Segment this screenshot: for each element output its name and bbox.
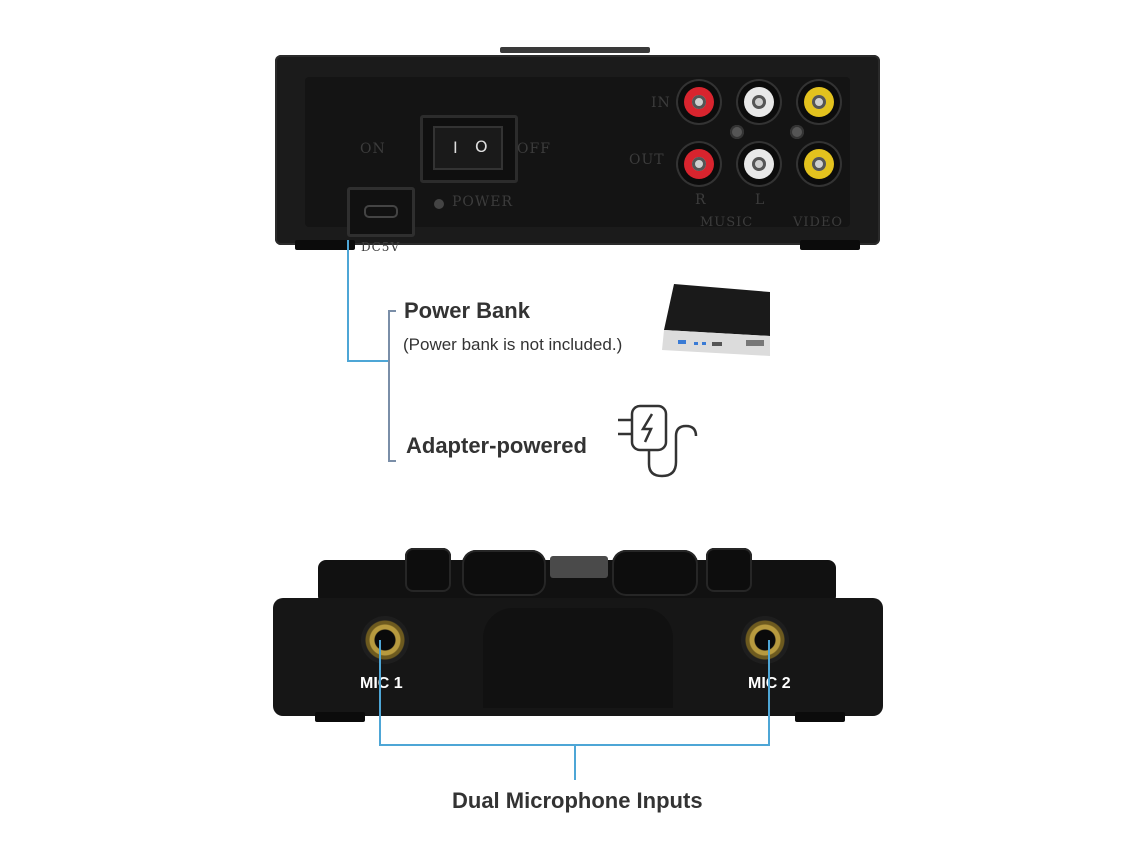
center-controls — [550, 556, 608, 578]
front-center-bump — [483, 608, 673, 708]
foot-bottom-left — [315, 712, 365, 722]
foot-bottom-right — [795, 712, 845, 722]
mixer-rear-panel: ON I O OFF POWER DC5V IN OUT R L MUSIC V… — [275, 47, 880, 254]
mic2-connector-line — [768, 640, 770, 746]
dual-mic-caption: Dual Microphone Inputs — [452, 788, 703, 813]
screw-left — [730, 125, 744, 139]
power-bank-icon — [662, 284, 770, 356]
foot-right — [800, 240, 860, 250]
in-label: IN — [651, 95, 671, 111]
foot-left — [295, 240, 355, 250]
knob-small-right[interactable] — [706, 548, 752, 592]
out-label: OUT — [629, 152, 665, 168]
mixer-front-panel: MIC 1 MIC 2 — [273, 598, 883, 716]
top-ridge — [500, 47, 650, 53]
adapter-icon — [618, 404, 698, 478]
knob-small-left[interactable] — [405, 548, 451, 592]
power-led — [434, 199, 444, 209]
dc-connector-line-h — [347, 360, 390, 362]
power-bank-title: Power Bank — [404, 298, 530, 323]
switch-on-symbol: O — [475, 137, 488, 156]
dc-connector-line — [347, 240, 349, 362]
rca-in-red[interactable] — [678, 81, 720, 123]
switch-on-label: ON — [360, 141, 386, 157]
mic1-jack[interactable] — [361, 616, 409, 664]
rca-in-white[interactable] — [738, 81, 780, 123]
rca-out-white[interactable] — [738, 143, 780, 185]
screw-right — [790, 125, 804, 139]
video-label: VIDEO — [793, 215, 844, 230]
rca-out-yellow[interactable] — [798, 143, 840, 185]
knob-large-left[interactable] — [462, 550, 546, 596]
knob-large-right[interactable] — [612, 550, 698, 596]
power-bank-note: (Power bank is not included.) — [403, 335, 623, 354]
music-label: MUSIC — [700, 215, 754, 230]
mic1-connector-line — [379, 640, 381, 746]
rca-out-red[interactable] — [678, 143, 720, 185]
switch-off-label: OFF — [517, 141, 551, 157]
power-label: POWER — [452, 194, 514, 210]
dc-power-port[interactable] — [347, 187, 415, 237]
mic1-label: MIC 1 — [360, 675, 403, 692]
l-label: L — [755, 192, 766, 208]
mic2-jack[interactable] — [741, 616, 789, 664]
power-switch-rocker: I O — [433, 126, 503, 170]
usb-slot — [364, 205, 398, 218]
adapter-title: Adapter-powered — [406, 433, 587, 458]
rca-in-yellow[interactable] — [798, 81, 840, 123]
power-options-bracket — [388, 310, 396, 462]
r-label: R — [695, 192, 707, 208]
switch-off-symbol: I — [453, 138, 458, 157]
power-switch[interactable]: I O — [420, 115, 518, 183]
rear-panel-face: ON I O OFF POWER DC5V IN OUT R L MUSIC V… — [305, 77, 850, 254]
mic-connector-stem — [574, 744, 576, 780]
dc-voltage-label: DC5V — [361, 240, 401, 254]
